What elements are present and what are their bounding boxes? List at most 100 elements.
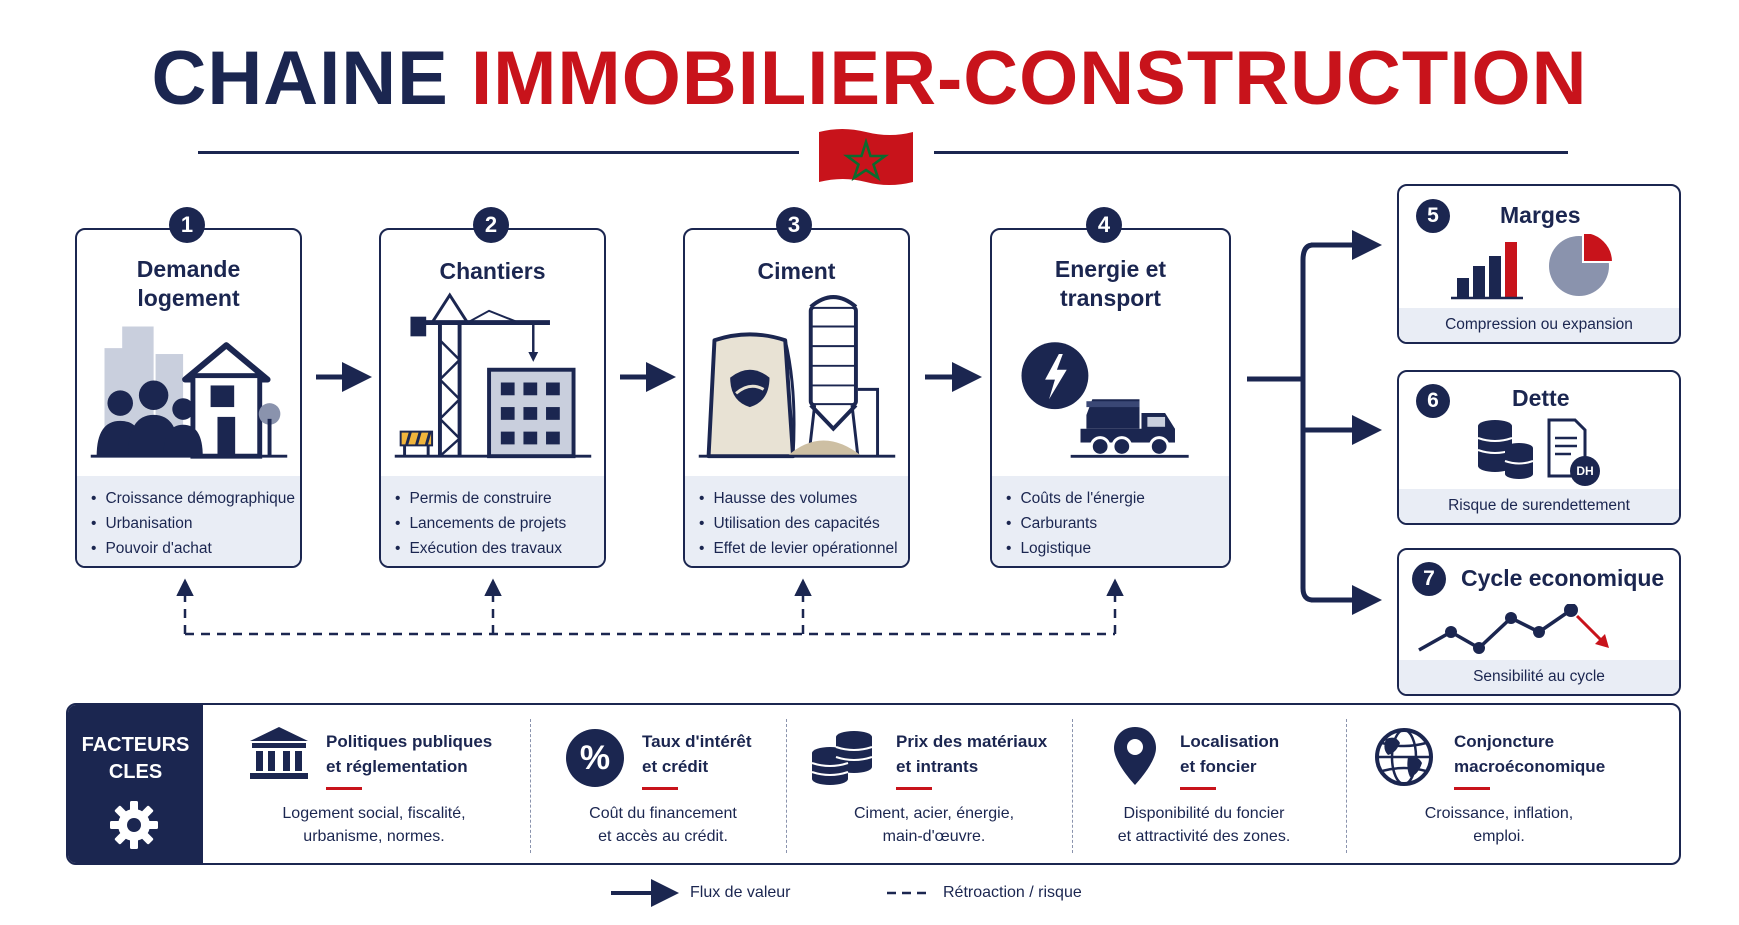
step-3-bullet: Effet de levier opérationnel bbox=[699, 536, 908, 561]
step-4-bullet: Carburants bbox=[1006, 511, 1229, 536]
step-4-title-line-1: Energie et bbox=[1054, 256, 1167, 282]
red-accent bbox=[642, 787, 678, 790]
step-2-title: Chantiers bbox=[439, 258, 546, 284]
factor-2-desc-line-2: et accès au crédit. bbox=[598, 828, 728, 845]
step-3-bullet: Hausse des volumes bbox=[699, 486, 908, 511]
red-accent bbox=[896, 787, 932, 790]
percent-icon: % bbox=[566, 729, 624, 787]
globe-icon bbox=[1375, 728, 1433, 786]
institution-icon bbox=[250, 727, 308, 779]
factor-separator bbox=[786, 719, 787, 853]
factor-1-title-line-1: Politiques publiques bbox=[326, 732, 493, 751]
red-accent bbox=[326, 787, 362, 790]
factor-1-desc-line-1: Logement social, fiscalité, bbox=[282, 805, 466, 822]
factor-1-desc-line-2: urbanisme, normes. bbox=[303, 828, 445, 845]
factor-separator bbox=[1072, 719, 1073, 853]
outcome-7-title: Cycle economique bbox=[1461, 565, 1665, 591]
bar-pie-chart-icon bbox=[1451, 234, 1615, 300]
title-rule-left bbox=[198, 151, 799, 154]
step-card-energie-transport: Energie et transport Coûts de l'énergie … bbox=[990, 228, 1231, 568]
morocco-flag-icon bbox=[819, 129, 913, 185]
outcome-5-title: Marges bbox=[1500, 202, 1581, 228]
factor-prix-materiaux: Prix des matériaux et intrants Ciment, a… bbox=[794, 705, 1074, 863]
factor-4-title-line-2: et foncier bbox=[1180, 757, 1257, 776]
factor-2-title-line-1: Taux d'intérêt bbox=[642, 732, 752, 751]
factor-1-title-line-2: et réglementation bbox=[326, 757, 468, 776]
key-factors-title-line-1: FACTEURS bbox=[81, 734, 190, 756]
step-2-bullet: Permis de construire bbox=[395, 486, 604, 511]
step-1-bullet: Urbanisation bbox=[91, 511, 300, 536]
outcome-6-badge: 6 bbox=[1416, 384, 1450, 418]
factor-separator bbox=[530, 719, 531, 853]
factor-3-desc-line-1: Ciment, acier, énergie, bbox=[853, 805, 1015, 822]
dh-label: DH bbox=[1576, 464, 1594, 478]
factor-conjoncture: Conjoncture macroéconomique Croissance, … bbox=[1364, 705, 1664, 863]
title-part-1: CHAINE bbox=[151, 36, 449, 121]
step-3-bullet: Utilisation des capacités bbox=[699, 511, 908, 536]
red-accent bbox=[1180, 787, 1216, 790]
factor-4-desc-line-1: Disponibilité du foncier bbox=[1123, 805, 1285, 822]
outcome-7-badge: 7 bbox=[1412, 562, 1446, 596]
outcome-5-badge: 5 bbox=[1416, 199, 1450, 233]
economic-cycle-line-icon bbox=[1418, 604, 1609, 654]
gear-icon bbox=[110, 801, 158, 849]
step-3-title: Ciment bbox=[757, 258, 836, 284]
factor-3-title-line-1: Prix des matériaux bbox=[896, 732, 1048, 751]
title-part-2: IMMOBILIER-CONSTRUCTION bbox=[471, 36, 1588, 121]
key-factors-panel: FACTEURS CLES bbox=[66, 703, 1681, 865]
factor-3-desc-line-2: main-d'œuvre. bbox=[882, 828, 986, 845]
housing-demand-icon bbox=[90, 326, 288, 459]
step-2-bullet: Lancements de projets bbox=[395, 511, 604, 536]
step-1-title-line-1: Demande bbox=[136, 256, 241, 282]
step-1-badge: 1 bbox=[169, 207, 205, 243]
step-3-bullets: Hausse des volumes Utilisation des capac… bbox=[685, 476, 908, 566]
key-factors-header: FACTEURS CLES bbox=[68, 705, 203, 863]
outcome-5-footer: Compression ou expansion bbox=[1399, 308, 1679, 342]
step-4-badge: 4 bbox=[1086, 207, 1122, 243]
step-card-chantiers: Chantiers Permis de construire Lancement… bbox=[379, 228, 606, 568]
factor-5-title-line-1: Conjoncture bbox=[1454, 732, 1555, 751]
step-2-bullets: Permis de construire Lancements de proje… bbox=[381, 476, 604, 566]
step-2-badge: 2 bbox=[473, 207, 509, 243]
legend-solid-label: Flux de valeur bbox=[690, 884, 791, 901]
key-factors-title-line-2: CLES bbox=[108, 761, 163, 783]
factor-politiques-publiques: Politiques publiques et réglementation L… bbox=[224, 705, 524, 863]
step-1-bullet: Pouvoir d'achat bbox=[91, 536, 300, 561]
legend-dashed-label: Rétroaction / risque bbox=[943, 884, 1082, 901]
step-4-bullets: Coûts de l'énergie Carburants Logistique bbox=[992, 476, 1229, 566]
coins-icon bbox=[811, 731, 873, 785]
step-1-bullet: Croissance démographique bbox=[91, 486, 300, 511]
factor-5-desc-line-1: Croissance, inflation, bbox=[1424, 805, 1574, 822]
outcome-6-title: Dette bbox=[1512, 385, 1570, 411]
step-card-ciment: Ciment Hausse des volumes Utilisation de… bbox=[683, 228, 910, 568]
factor-localisation-foncier: Localisation et foncier Disponibilité du… bbox=[1080, 705, 1328, 863]
outcome-card-dette: 6 Dette DH Risque de surendettement bbox=[1397, 370, 1681, 525]
factor-4-title-line-1: Localisation bbox=[1180, 732, 1280, 751]
factor-4-desc-line-2: et attractivité des zones. bbox=[1117, 828, 1291, 845]
energy-truck-icon bbox=[1021, 342, 1189, 458]
construction-crane-icon bbox=[394, 292, 592, 459]
step-card-demande-logement: Demande logement Croissance démographiqu… bbox=[75, 228, 302, 568]
factor-separator bbox=[1346, 719, 1347, 853]
debt-coins-document-icon bbox=[1477, 418, 1600, 486]
cement-silo-icon bbox=[698, 295, 896, 459]
step-4-bullet: Logistique bbox=[1006, 536, 1229, 561]
outcome-6-footer: Risque de surendettement bbox=[1399, 489, 1679, 523]
page-title: CHAINE IMMOBILIER-CONSTRUCTION bbox=[0, 34, 1739, 124]
red-accent bbox=[1454, 787, 1490, 790]
title-rule-right bbox=[934, 151, 1568, 154]
factor-2-desc-line-1: Coût du financement bbox=[589, 805, 737, 822]
factor-3-title-line-2: et intrants bbox=[896, 757, 979, 776]
step-4-bullet: Coûts de l'énergie bbox=[1006, 486, 1229, 511]
factor-5-desc-line-2: emploi. bbox=[1473, 828, 1525, 845]
step-4-title-line-2: transport bbox=[1060, 285, 1161, 311]
outcome-7-footer: Sensibilité au cycle bbox=[1399, 660, 1679, 694]
factor-5-title-line-2: macroéconomique bbox=[1454, 757, 1606, 776]
step-3-badge: 3 bbox=[776, 207, 812, 243]
factor-taux-interet: % Taux d'intérêt et crédit Coût du finan… bbox=[538, 705, 788, 863]
factor-2-title-line-2: et crédit bbox=[642, 757, 709, 776]
location-pin-icon bbox=[1114, 727, 1156, 785]
outcome-card-marges: 5 Marges Compression ou expansion bbox=[1397, 184, 1681, 344]
